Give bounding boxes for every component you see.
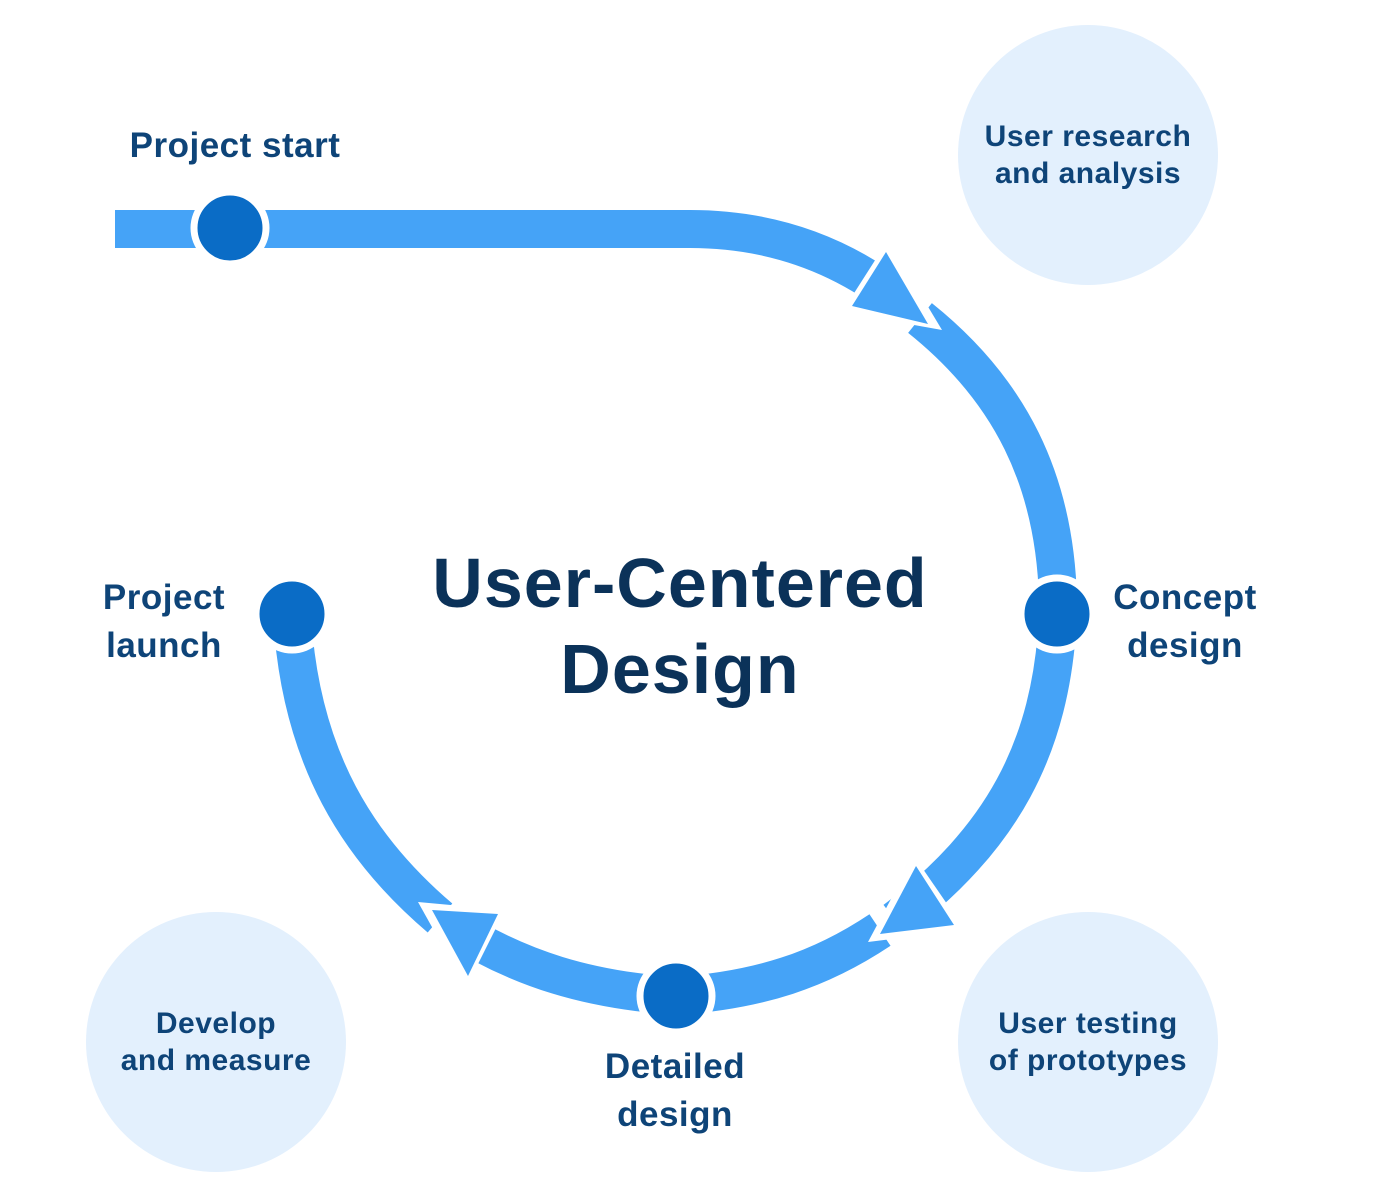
bubble-develop-measure-label: Develop and measure	[120, 1007, 312, 1077]
label-concept-design: Concept design	[1113, 578, 1257, 665]
arrowhead-develop	[418, 902, 505, 988]
bubble-user-research-label: User research and analysis	[984, 120, 1192, 190]
label-project-start: Project start	[129, 126, 341, 165]
arrowhead-research	[842, 240, 942, 330]
path-to-concept-segment	[908, 303, 1077, 601]
bubble-user-testing: User testing of prototypes	[958, 912, 1218, 1172]
node-project-launch	[252, 574, 332, 654]
node-project-start	[190, 188, 270, 268]
arrowhead-testing	[868, 856, 965, 942]
path-to-launch-segment	[273, 612, 453, 933]
bubble-user-testing-label: User testing of prototypes	[988, 1007, 1188, 1077]
diagram-title: User-Centered Design	[432, 544, 928, 708]
label-detailed-design: Detailed design	[604, 1047, 746, 1134]
node-concept-design	[1017, 574, 1097, 654]
node-detailed-design	[636, 956, 716, 1036]
bubble-develop-measure: Develop and measure	[86, 912, 346, 1172]
label-project-launch: Project launch	[102, 578, 226, 665]
bubble-user-research: User research and analysis	[958, 25, 1218, 285]
